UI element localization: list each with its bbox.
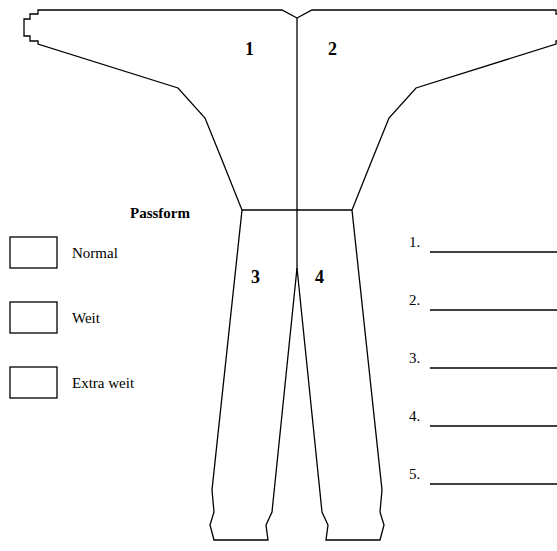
option-label: Weit — [72, 310, 100, 327]
option-label: Normal — [72, 245, 118, 262]
checkbox — [10, 237, 57, 268]
part-number: 2 — [328, 40, 337, 60]
answer-line — [430, 367, 557, 368]
option-label: Extra weit — [72, 375, 134, 392]
waist-seam — [242, 209, 352, 210]
coverall-left-half — [24, 10, 297, 540]
checkbox — [10, 302, 57, 333]
list-number: 1. — [409, 234, 420, 251]
center-seam — [296, 18, 297, 268]
part-number: 4 — [315, 268, 324, 288]
part-number: 3 — [251, 268, 260, 288]
section-heading: Passform — [130, 205, 190, 222]
answer-line — [430, 425, 557, 426]
coverall-right-half — [297, 10, 557, 540]
list-number: 5. — [409, 466, 420, 483]
answer-line — [430, 483, 557, 484]
list-number: 2. — [409, 292, 420, 309]
list-number: 3. — [409, 350, 420, 367]
answer-line — [430, 309, 557, 310]
list-number: 4. — [409, 408, 420, 425]
checkbox — [10, 367, 57, 398]
answer-line — [430, 251, 557, 252]
part-number: 1 — [245, 40, 254, 60]
